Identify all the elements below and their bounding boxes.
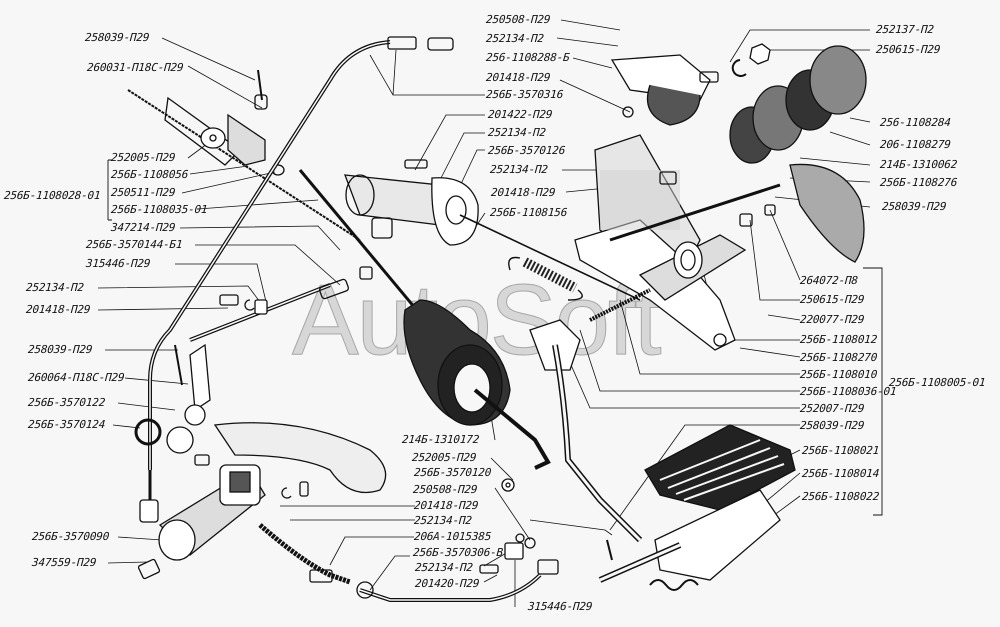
part-label: 250508-П29: [485, 13, 551, 26]
part-label: 252007-П29: [799, 402, 865, 415]
part-label: 250615-П29: [875, 43, 941, 56]
part-label: 214Б-1310062: [879, 158, 958, 171]
part-label: 252134-П2: [485, 32, 545, 45]
part-label: 252134-П2: [413, 514, 473, 527]
part-label: 206-1108279: [879, 138, 952, 151]
part-label: 256Б-3570316: [485, 88, 564, 101]
part-label: 256Б-1108021: [801, 444, 880, 457]
assembly-label-right: 256Б-1108005-01: [888, 376, 986, 389]
part-label: 201418-П29: [413, 499, 479, 512]
part-label: 201418-П29: [25, 303, 91, 316]
part-label: 260031-П18С-П29: [86, 61, 184, 74]
part-label: 256Б-3570124: [27, 418, 106, 431]
pedal-stop-washers: [610, 43, 867, 263]
part-label: 252134-П2: [487, 126, 547, 139]
part-label: 256-1108288-Б: [485, 51, 570, 64]
part-label: 256Б-3570122: [27, 396, 106, 409]
part-label: 201422-П29: [487, 108, 553, 121]
clutch-pedal: [529, 319, 796, 591]
part-label: 256Б-1108014: [801, 467, 880, 480]
clutch-master-cylinder: [344, 159, 641, 301]
part-label: 220077-П29: [799, 313, 865, 326]
assembly-label-left: 256Б-1108028-01: [3, 189, 101, 202]
part-label: 256Б-1108010: [799, 368, 878, 381]
part-label: 260064-П18С-П29: [27, 371, 125, 384]
part-label: 256Б-1108035-01: [110, 203, 208, 216]
part-label: 347559-П29: [31, 556, 97, 569]
part-label: 252005-П29: [411, 451, 477, 464]
part-label: 256Б-1108036-01: [799, 385, 897, 398]
part-label: 206А-1015385: [413, 530, 492, 543]
part-label: 258039-П29: [799, 419, 865, 432]
part-label: 250511-П29: [110, 186, 176, 199]
slave-cylinder-assembly: [134, 266, 559, 602]
pedal-bracket: [574, 134, 781, 351]
part-label: 252137-П2: [875, 23, 935, 36]
part-label: 256Б-1108022: [801, 490, 880, 503]
part-label: 250615-П29: [799, 293, 865, 306]
part-label: 258039-П29: [84, 31, 150, 44]
part-label: 256Б-3570306-В: [412, 546, 504, 559]
part-label: 201418-П29: [485, 71, 551, 84]
return-spring: [508, 256, 583, 301]
part-label: 315446-П29: [527, 600, 593, 613]
part-label: 258039-П29: [27, 343, 93, 356]
part-label: 256Б-1108056: [110, 168, 189, 181]
part-label: 252134-П2: [25, 281, 85, 294]
part-label: 315446-П29: [85, 257, 151, 270]
part-label: 256Б-3570090: [31, 530, 110, 543]
part-label: 256Б-3570120: [413, 466, 492, 479]
part-label: 250508-П29: [412, 483, 478, 496]
part-label: 347214-П29: [110, 221, 176, 234]
part-label: 252005-П29: [110, 151, 176, 164]
part-label: 214Б-1310172: [401, 433, 480, 446]
part-label: 256Б-1108156: [489, 206, 568, 219]
part-label: 256Б-1108276: [879, 176, 958, 189]
part-label: 256Б-3570144-Б1: [85, 238, 183, 251]
cable-pulley-bracket: [127, 69, 361, 241]
part-label: 201418-П29: [490, 186, 556, 199]
part-label: 256Б-1108012: [799, 333, 878, 346]
rubber-boot: [298, 169, 551, 470]
part-label: 252134-П2: [414, 561, 474, 574]
part-label: 258039-П29: [881, 200, 947, 213]
part-label: 201420-П29: [414, 577, 480, 590]
part-label: 256Б-3570126: [487, 144, 566, 157]
hydraulic-pipe-top: [148, 36, 454, 470]
part-label: 252134-П2: [489, 163, 549, 176]
part-label: 256-1108284: [879, 116, 952, 129]
part-label: 256Б-1108270: [799, 351, 878, 364]
part-label: 264072-П8: [799, 274, 859, 287]
